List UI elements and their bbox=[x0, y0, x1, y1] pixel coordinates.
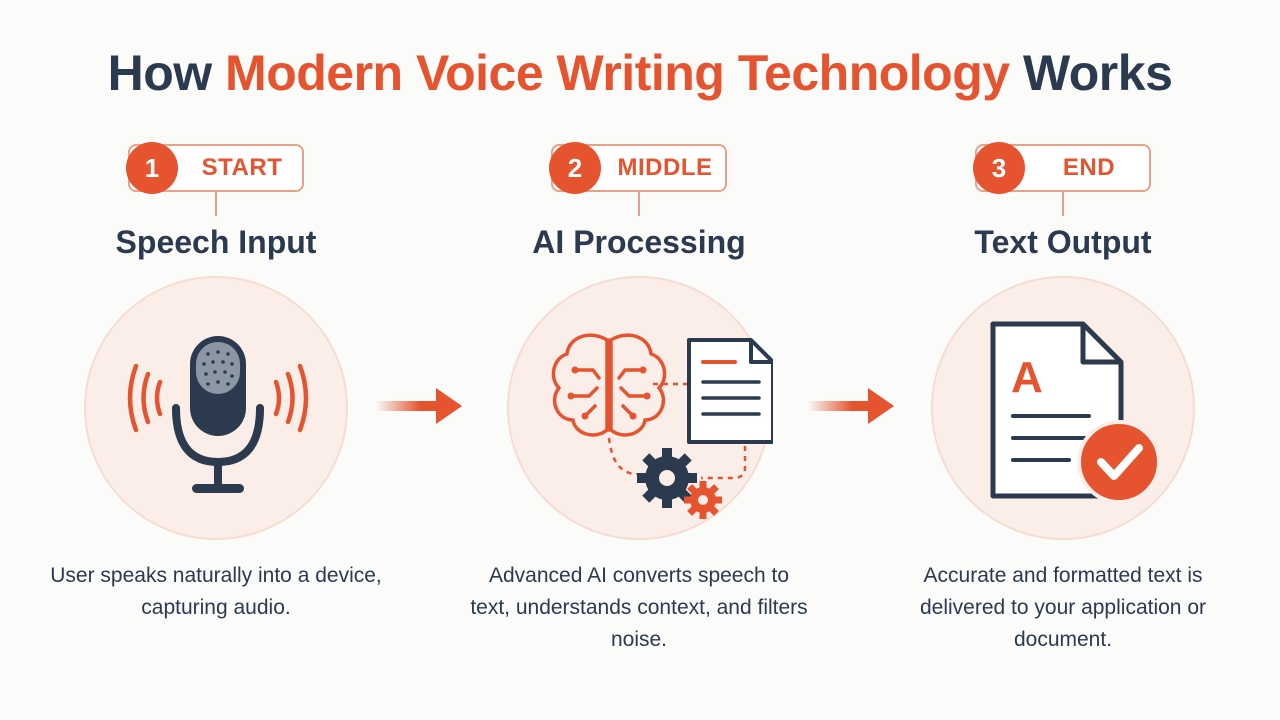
connector-line bbox=[215, 192, 217, 216]
arrow-right-icon bbox=[376, 388, 462, 424]
step-heading: Speech Input bbox=[115, 224, 317, 260]
step-heading: AI Processing bbox=[532, 224, 746, 260]
step-number: 3 bbox=[973, 142, 1025, 194]
icon-circle bbox=[84, 276, 348, 540]
step-speech-input: 1 START Speech Input bbox=[50, 0, 382, 720]
icon-circle: A bbox=[931, 276, 1195, 540]
connector-line bbox=[1062, 192, 1064, 216]
arrow-right-icon bbox=[808, 388, 894, 424]
connector-line bbox=[638, 192, 640, 216]
step-badge: 3 END bbox=[973, 142, 1151, 194]
step-number: 2 bbox=[549, 142, 601, 194]
title-suffix: Works bbox=[1009, 45, 1173, 101]
microphone-icon bbox=[127, 336, 309, 493]
step-badge: 2 MIDDLE bbox=[549, 142, 727, 194]
step-description: Advanced AI converts speech to text, und… bbox=[470, 564, 808, 651]
step-description: Accurate and formatted text is delivered… bbox=[919, 564, 1206, 651]
step-text-output: 3 END Text Output A Accurate and formatt… bbox=[913, 0, 1213, 720]
title-highlight: Modern Voice Writing Technology bbox=[225, 45, 1010, 101]
step-stage-label: MIDDLE bbox=[617, 154, 713, 181]
step-badge: 1 START bbox=[126, 142, 304, 194]
page-title: How Modern Voice Writing Technology Work… bbox=[0, 44, 1280, 102]
step-ai-processing: 2 MIDDLE AI Processing bbox=[470, 0, 808, 720]
step-heading: Text Output bbox=[974, 224, 1152, 260]
title-prefix: How bbox=[107, 45, 226, 101]
step-number: 1 bbox=[126, 142, 178, 194]
brain-document-gears-icon bbox=[551, 333, 773, 519]
step-description: User speaks naturally into a device, cap… bbox=[50, 564, 382, 619]
step-stage-label: END bbox=[1062, 154, 1116, 181]
document-letter: A bbox=[1011, 353, 1043, 402]
step-stage-label: START bbox=[201, 154, 283, 181]
icon-circle bbox=[507, 276, 773, 540]
document-checkmark-icon: A bbox=[990, 321, 1161, 504]
